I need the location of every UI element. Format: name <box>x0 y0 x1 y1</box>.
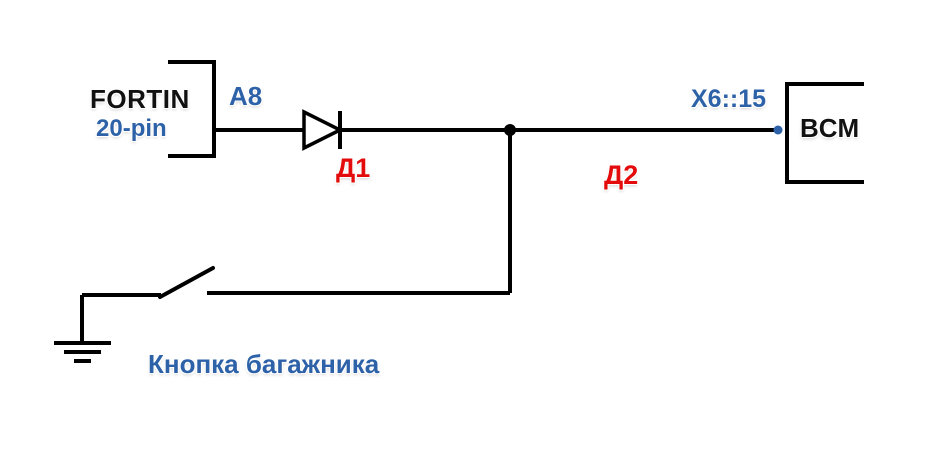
pin-a8-label: A8 <box>229 81 263 111</box>
fortin-label: FORTIN <box>90 84 190 114</box>
fortin-connector-bracket-icon <box>168 60 216 158</box>
ground-icon <box>54 295 111 363</box>
bcm-pin-label: X6::15 <box>691 85 767 113</box>
diode-d1-label: Д1 <box>336 153 371 183</box>
diode-icon <box>302 109 344 151</box>
fortin-connector-label: 20-pin <box>96 115 167 142</box>
switch-icon <box>82 266 215 299</box>
bcm-connector-bracket-icon <box>785 82 864 184</box>
trunk-button-label: Кнопка багажника <box>148 349 380 379</box>
wire-d2-label: Д2 <box>604 160 639 190</box>
bcm-pin-dot <box>773 125 783 135</box>
bcm-label: BCM <box>800 113 860 143</box>
